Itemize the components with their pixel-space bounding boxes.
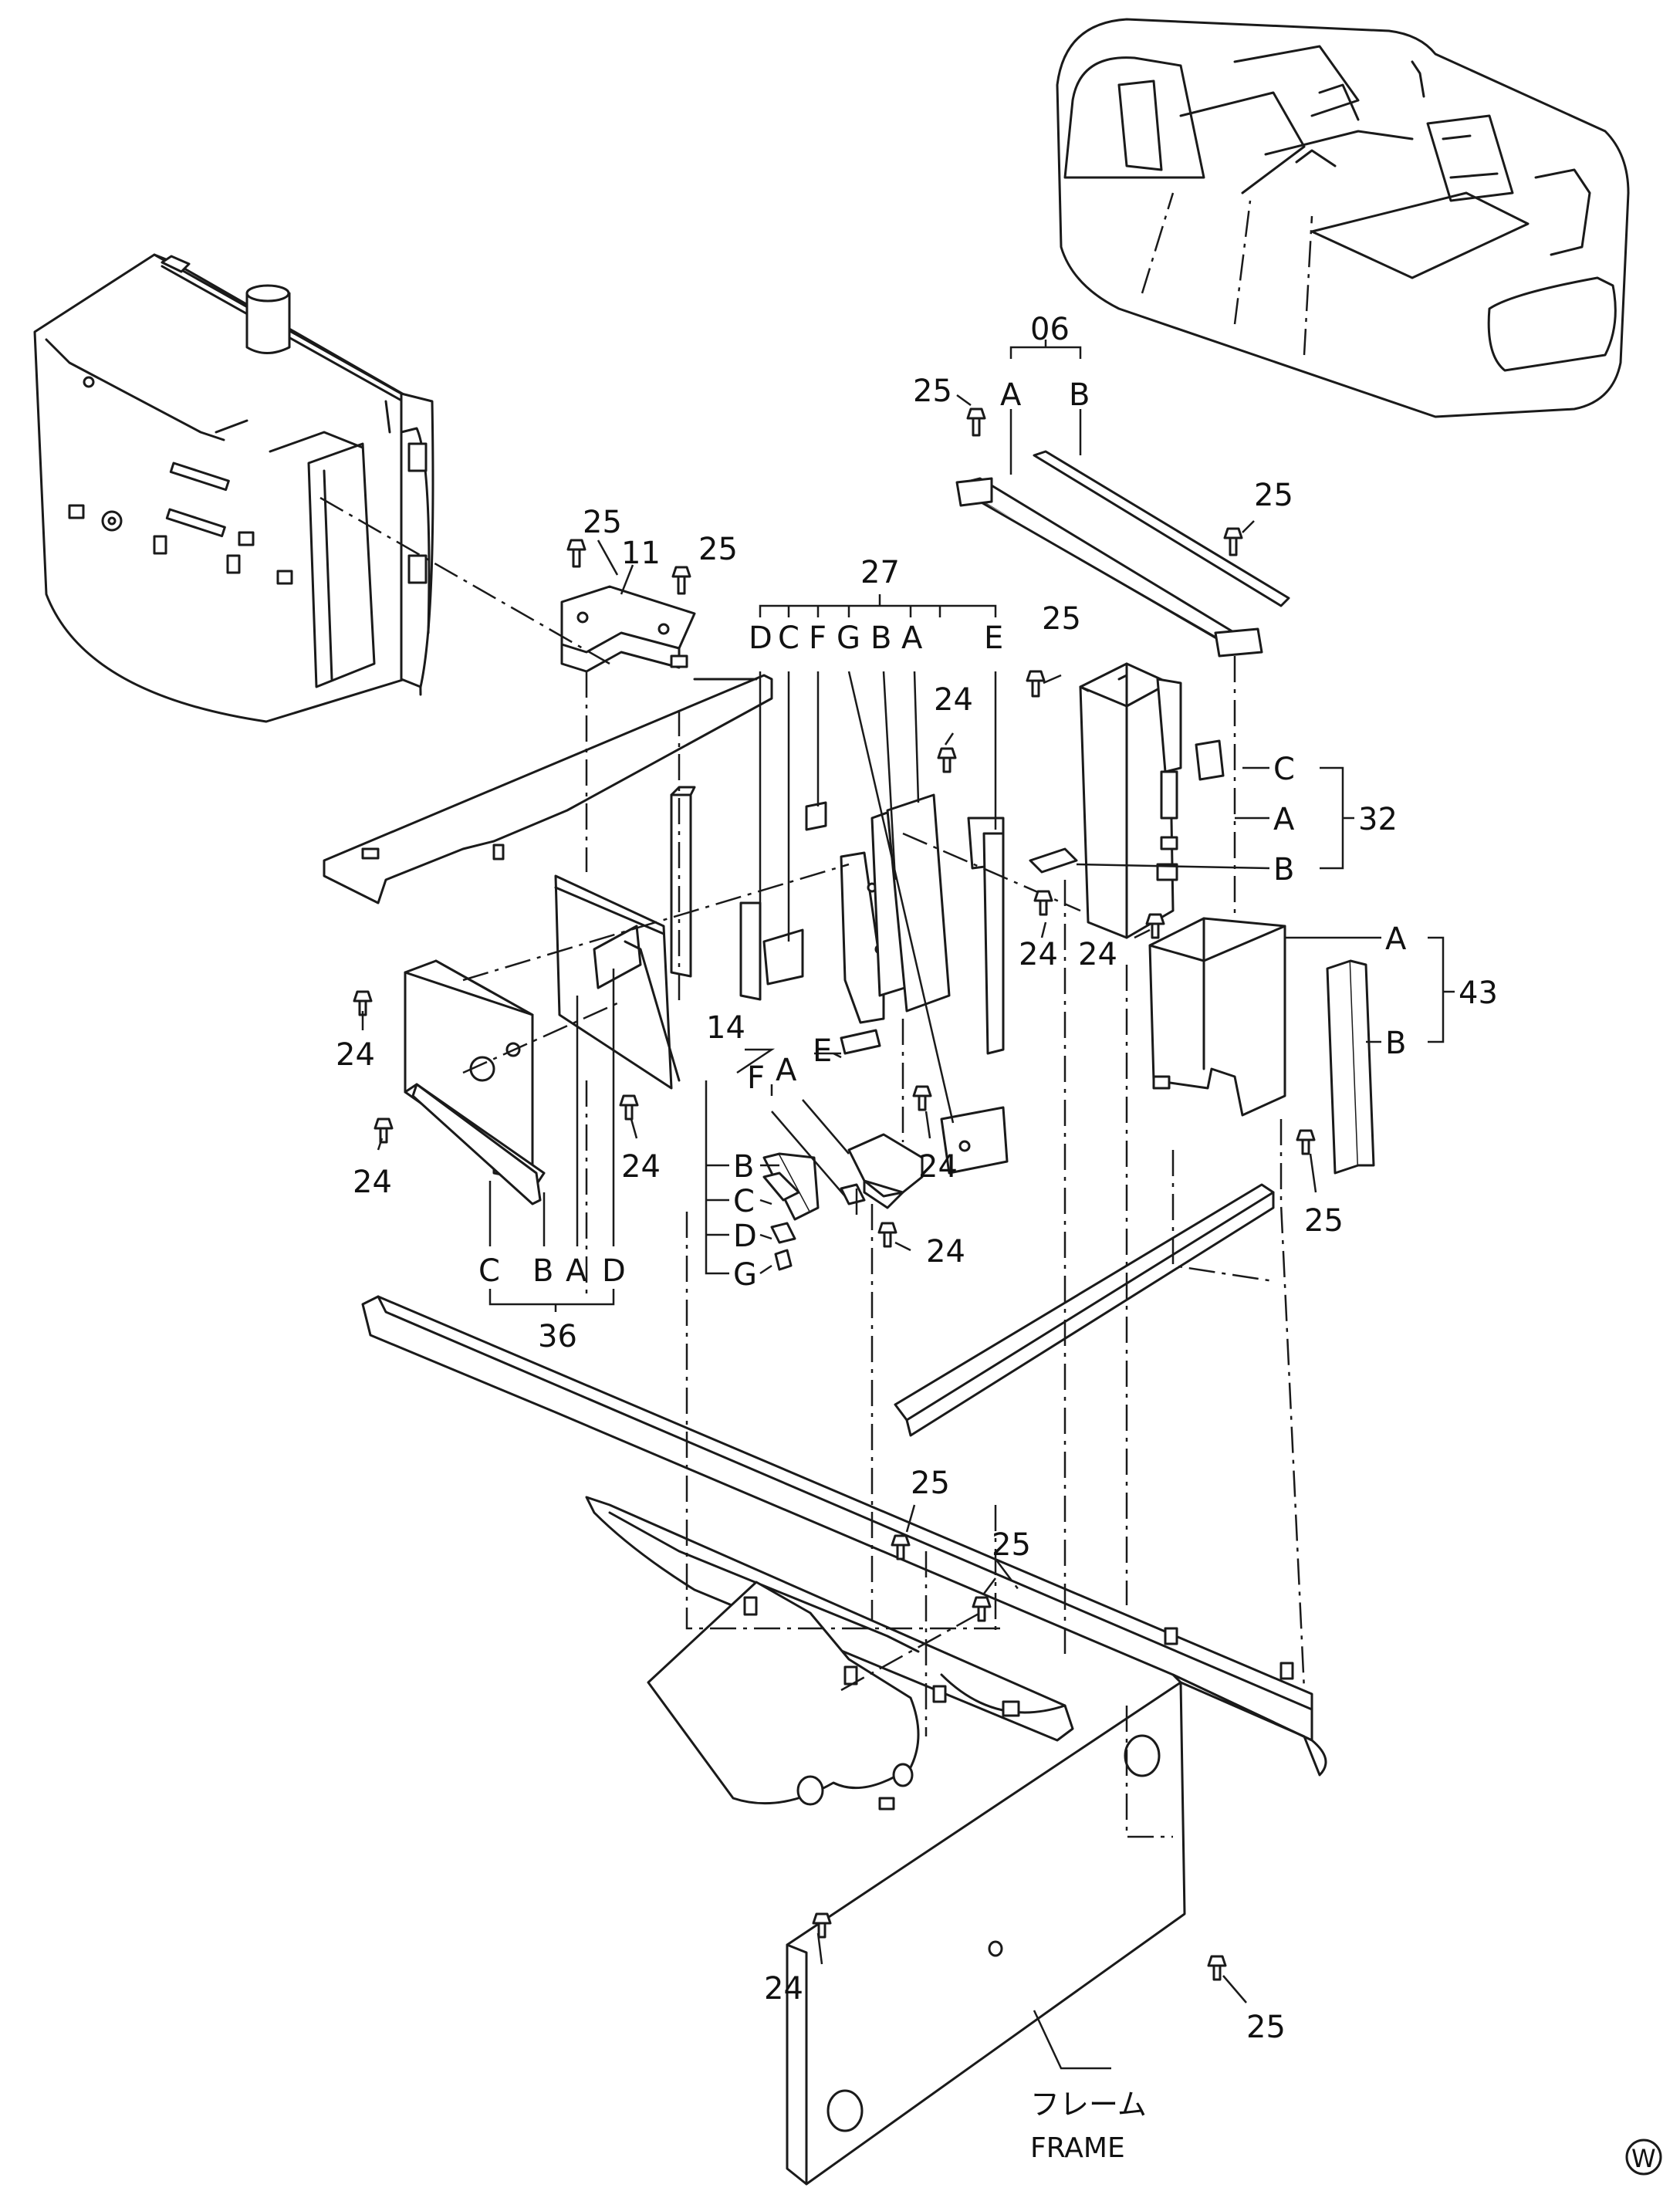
lower-rail (894, 1183, 1275, 1437)
callout-14: 14 (706, 1010, 745, 1046)
callout-06: 06 (1030, 312, 1070, 347)
callout-36-d: D (602, 1253, 626, 1289)
machine-overview (1056, 18, 1630, 418)
callout-36-a: A (566, 1253, 587, 1289)
bolt-icon (972, 1596, 992, 1622)
callout-43-a: A (1385, 921, 1407, 957)
bolt-label-25: 25 (1246, 2010, 1286, 2045)
callout-14-b: B (733, 1149, 754, 1185)
bolt-icon (1033, 890, 1053, 916)
callout-06-a: A (1000, 377, 1022, 413)
callout-36-b: B (532, 1253, 553, 1289)
leader-lines (488, 340, 1455, 2070)
bolt-label-24: 24 (336, 1037, 375, 1073)
bolt-label-25: 25 (583, 505, 622, 540)
control-valve-assembly (33, 253, 434, 723)
callout-27-b: B (870, 620, 891, 656)
bolt-icon (671, 566, 691, 595)
panel-43 (1148, 917, 1375, 1175)
corner-mark: W (1625, 2139, 1662, 2176)
callout-14-a: A (776, 1053, 797, 1088)
rail-06 (955, 450, 1290, 658)
bolt-label-24: 24 (764, 1971, 803, 2007)
bolt-label-25: 25 (1042, 601, 1081, 637)
callout-14-d: D (733, 1219, 757, 1254)
bolt-icon (566, 539, 586, 568)
callout-27-a: A (901, 620, 923, 656)
bolt-label-25: 25 (1254, 478, 1293, 513)
bolt-icon (891, 1534, 911, 1560)
bolt-icon (353, 990, 373, 1016)
callout-27-e: E (984, 620, 1003, 656)
bolt-label-24: 24 (621, 1149, 661, 1185)
bolt-icon (619, 1094, 639, 1121)
frame-label-en: FRAME (1030, 2132, 1125, 2164)
plate-set-36 (404, 874, 681, 1205)
callout-32-b: B (1273, 852, 1294, 888)
center-set-27 (670, 786, 1009, 1175)
bolt-icon (877, 1222, 897, 1248)
bolt-icon (1026, 670, 1046, 698)
callout-27-c: C (778, 620, 799, 656)
callout-06-b: B (1069, 377, 1090, 413)
bracket-11 (560, 585, 696, 673)
bolt-label-25: 25 (913, 374, 952, 409)
bolt-label-24: 24 (934, 682, 973, 718)
callout-32: 32 (1358, 802, 1398, 837)
bolt-icon (812, 1912, 832, 1939)
bolt-icon (1207, 1955, 1227, 1981)
bolt-label-24: 24 (353, 1165, 392, 1200)
callout-27-g: G (837, 620, 860, 656)
callout-14-f: F (747, 1060, 765, 1096)
bolt-icon (1296, 1129, 1316, 1155)
callout-14-e: E (813, 1033, 832, 1069)
box-32 (1029, 662, 1225, 939)
callout-36: 36 (538, 1319, 577, 1354)
bracket-14 (762, 1029, 924, 1271)
bolts (353, 394, 1317, 2003)
callout-36-c: C (478, 1253, 500, 1289)
callout-43: 43 (1459, 975, 1498, 1011)
bolt-icon (912, 1085, 932, 1111)
callout-27-d: D (749, 620, 772, 656)
bolt-label-24: 24 (1078, 937, 1117, 972)
bolt-label-24: 24 (926, 1234, 965, 1270)
bolt-label-25: 25 (698, 532, 738, 567)
bolt-label-24: 24 (918, 1149, 958, 1185)
long-bracket (323, 674, 773, 904)
callout-27-f: F (809, 620, 826, 656)
bolt-label-25: 25 (911, 1466, 950, 1501)
phantom-lines (319, 496, 1306, 1838)
callout-27: 27 (860, 555, 900, 590)
bolt-label-25: 25 (992, 1527, 1031, 1563)
callout-14-c: C (733, 1184, 755, 1219)
callout-43-b: B (1385, 1026, 1406, 1061)
callout-labels: 06 A B 11 27 D C F G B A E C A 32 B A 43… (336, 312, 1498, 2164)
corner-mark-letter: W (1631, 2144, 1656, 2173)
frame-label-jp: フレーム (1030, 2088, 1147, 2122)
bolt-icon (937, 747, 957, 773)
bolt-icon (374, 1117, 394, 1144)
callout-14-g: G (733, 1257, 757, 1293)
bolt-label-25: 25 (1304, 1203, 1344, 1239)
bolt-icon (1223, 527, 1243, 556)
frame-beam (361, 1295, 1327, 2186)
callout-11: 11 (621, 536, 661, 571)
bolt-label-24: 24 (1019, 937, 1058, 972)
bolt-icon (1145, 913, 1165, 939)
bolt-icon (966, 407, 986, 437)
callout-32-c: C (1273, 752, 1295, 787)
callout-32-a: A (1273, 802, 1295, 837)
